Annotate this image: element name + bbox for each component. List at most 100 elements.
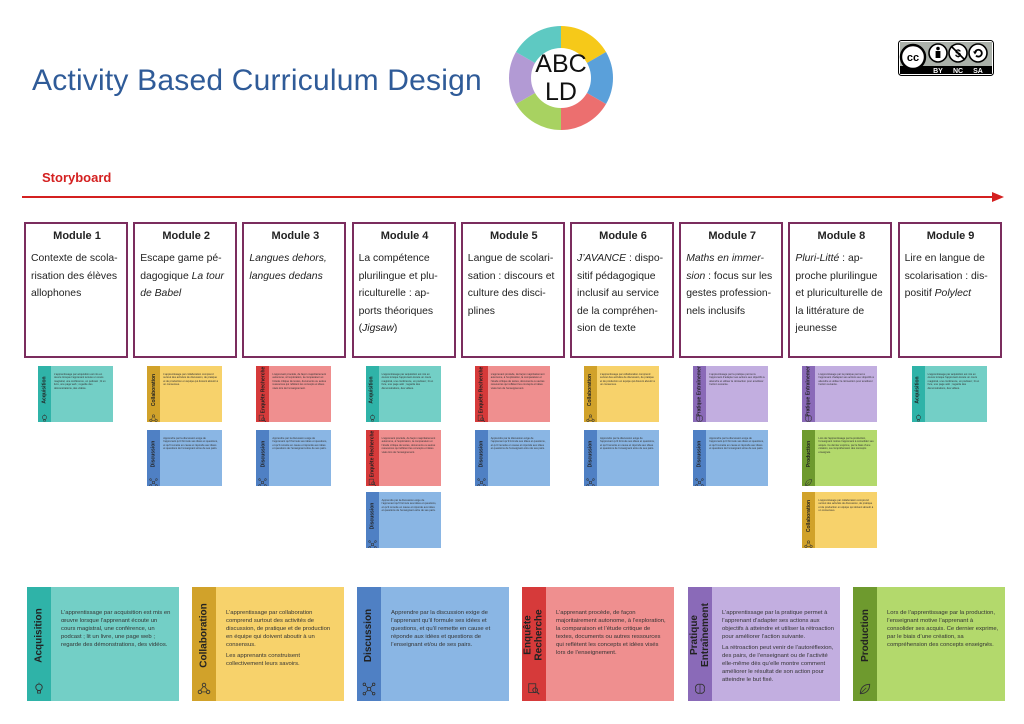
legend-card-label-line: Entraînement xyxy=(700,603,711,667)
module-card: Module 2 Escape game pé-dagogique La tour… xyxy=(133,222,238,358)
module-description-part: Pluri-Litté xyxy=(795,253,840,264)
activity-card-text: L’apprenant procède, de façon majoritair… xyxy=(272,373,327,390)
legend-card-acq: Acquisition L’apprentissage par acquisiti… xyxy=(27,587,179,701)
module-title: Module 4 xyxy=(380,230,429,242)
module-description-part: ) xyxy=(393,323,398,334)
activity-card-acq: Acquisition L’apprentissage par acquisiti… xyxy=(365,366,441,422)
activity-card-label: Acquisition xyxy=(41,376,48,404)
search-icon xyxy=(477,410,486,422)
activity-card-text: Apprendre par la discussion exige de l’a… xyxy=(163,437,218,451)
hub-icon xyxy=(149,474,158,486)
activity-card-label: Discussion xyxy=(369,502,376,530)
cc-icon xyxy=(899,43,927,71)
lightbulb-icon xyxy=(32,682,46,696)
module-card: Module 4 La compétence plurilingue et plu… xyxy=(351,222,456,358)
legend-card-label: Collaboration xyxy=(199,603,210,667)
activity-card-text: L’apprentissage par la pratique permet à… xyxy=(818,373,874,387)
legend-card-text: L’apprentissage par collaboration compre… xyxy=(226,609,338,668)
hub-icon xyxy=(695,474,704,486)
leaf-icon xyxy=(804,474,813,486)
activity-card-label: Production xyxy=(805,440,812,468)
legend-card-col: Collaboration L’apprentissage par collabo… xyxy=(192,587,344,701)
module-description-part: Langue de scolari-sation : discours et c… xyxy=(467,253,555,317)
legend-card-label-line: Enquête xyxy=(523,615,535,655)
module-description: Maths en immer-sion : focus sur les gest… xyxy=(686,250,778,320)
lightbulb-icon xyxy=(40,410,49,422)
activity-card-text: L’apprentissage par collaboration compre… xyxy=(600,373,655,387)
module-description-part: La tour de Babel xyxy=(140,270,224,300)
module-title: Module 6 xyxy=(599,230,647,242)
legend-card-paragraph: Apprendre par la discussion exige de l’a… xyxy=(391,610,491,648)
activity-card-label: Collaboration xyxy=(805,499,812,533)
activity-card-text: L’apprentissage par la pratique permet à… xyxy=(709,373,765,387)
activity-card-acq: Acquisition L’apprentissage par acquisiti… xyxy=(911,366,987,422)
hub-icon xyxy=(368,536,377,548)
legend-card-text: L’apprenant procède, de façon majoritair… xyxy=(556,609,668,657)
activity-card-dis: Discussion Apprendre par la discussion ex… xyxy=(147,430,223,486)
module-description-part: : ap-proche plurilingue et pluriculturel… xyxy=(795,253,883,334)
activity-card-col: Collaboration L’apprentissage par collabo… xyxy=(802,492,878,548)
activity-card-label: Discussion xyxy=(150,440,157,468)
search-icon xyxy=(368,474,377,486)
logo-text-ld: LD xyxy=(545,78,577,106)
module-description-part: La compétence plurilingue et plu-ricultu… xyxy=(358,253,438,334)
hub-icon xyxy=(477,474,486,486)
legend-card-paragraph: Les apprenants construisent collectiveme… xyxy=(226,653,301,667)
legend-card-label-line: Discussion xyxy=(363,608,375,662)
activity-card-text: L’apprentissage par collaboration compre… xyxy=(818,499,874,513)
module-description-part: : focus sur les gestes profession-nels i… xyxy=(686,270,773,317)
legend-card-paragraph: L’apprentissage par acquisition est mis … xyxy=(61,610,171,648)
activity-card-label: Enquête Recherche xyxy=(369,430,376,478)
module-description: Escape game pé-dagogique La tour de Babe… xyxy=(140,250,232,303)
module-title: Module 2 xyxy=(162,230,211,242)
module-title: Module 7 xyxy=(708,230,757,242)
module-description-part: Contexte de scola-risation des élèves al… xyxy=(31,253,118,299)
svg-text:BY: BY xyxy=(933,68,943,75)
svg-text:cc: cc xyxy=(907,52,919,64)
module-description-part: Maths en immer-sion xyxy=(686,253,764,282)
network-icon xyxy=(804,536,813,548)
activity-card-label: Acquisition xyxy=(915,376,922,404)
brain-icon xyxy=(695,410,704,422)
legend-card-paragraph: Lors de l’apprentissage par la productio… xyxy=(887,610,999,648)
module-title: Module 1 xyxy=(53,230,101,242)
module-card: Module 8 Pluri-Litté : ap-proche plurilin… xyxy=(788,222,893,358)
activity-card-text: L’apprentissage par collaboration compre… xyxy=(163,373,218,387)
cc-license-badge: cc $ BY NC SA xyxy=(898,40,994,76)
activity-card-label: Acquisition xyxy=(369,376,376,404)
search-icon xyxy=(527,682,541,696)
module-description: Lire en langue de scolarisation : dis-po… xyxy=(905,250,997,303)
legend-card-label-line: Collaboration xyxy=(198,602,210,668)
legend-card-paragraph: L’apprenant procède, de façon majoritair… xyxy=(556,610,666,656)
module-description: Langues dehors, langues dedans xyxy=(249,250,341,285)
module-description-part: Polylect xyxy=(934,288,972,299)
activity-card-text: Apprendre par la discussion exige de l’a… xyxy=(272,437,328,451)
legend-card-label-line: Recherche xyxy=(534,609,546,661)
module-card: Module 7 Maths en immer-sion : focus sur … xyxy=(679,222,784,358)
legend-card-label-line: Acquisition xyxy=(33,607,45,663)
activity-card-text: Apprendre par la discussion exige de l’a… xyxy=(600,437,655,451)
module-card: Module 6 J’AVANCE : dispo-sitif pédagogiq… xyxy=(570,222,674,358)
activity-card-label: Enquête Recherche xyxy=(259,366,266,414)
legend-card-label-line: Production xyxy=(859,608,871,662)
activity-card-text: L’apprentissage par acquisition est mis … xyxy=(927,373,980,390)
activity-card-label: Collaboration xyxy=(587,373,594,407)
legend-card-paragraph: L’apprentissage par collaboration compre… xyxy=(226,610,331,648)
activity-card-label: Discussion xyxy=(259,440,266,468)
module-description-part: J’AVANCE xyxy=(577,253,627,264)
module-title: Module 3 xyxy=(271,230,320,242)
module-description-part: : dispo-sitif pédagogique inclusif au se… xyxy=(577,253,664,334)
module-title: Module 9 xyxy=(926,230,975,242)
module-title: Module 8 xyxy=(817,230,866,242)
activity-card-text: L’apprentissage par acquisition est mis … xyxy=(381,373,434,390)
network-icon xyxy=(149,410,158,422)
